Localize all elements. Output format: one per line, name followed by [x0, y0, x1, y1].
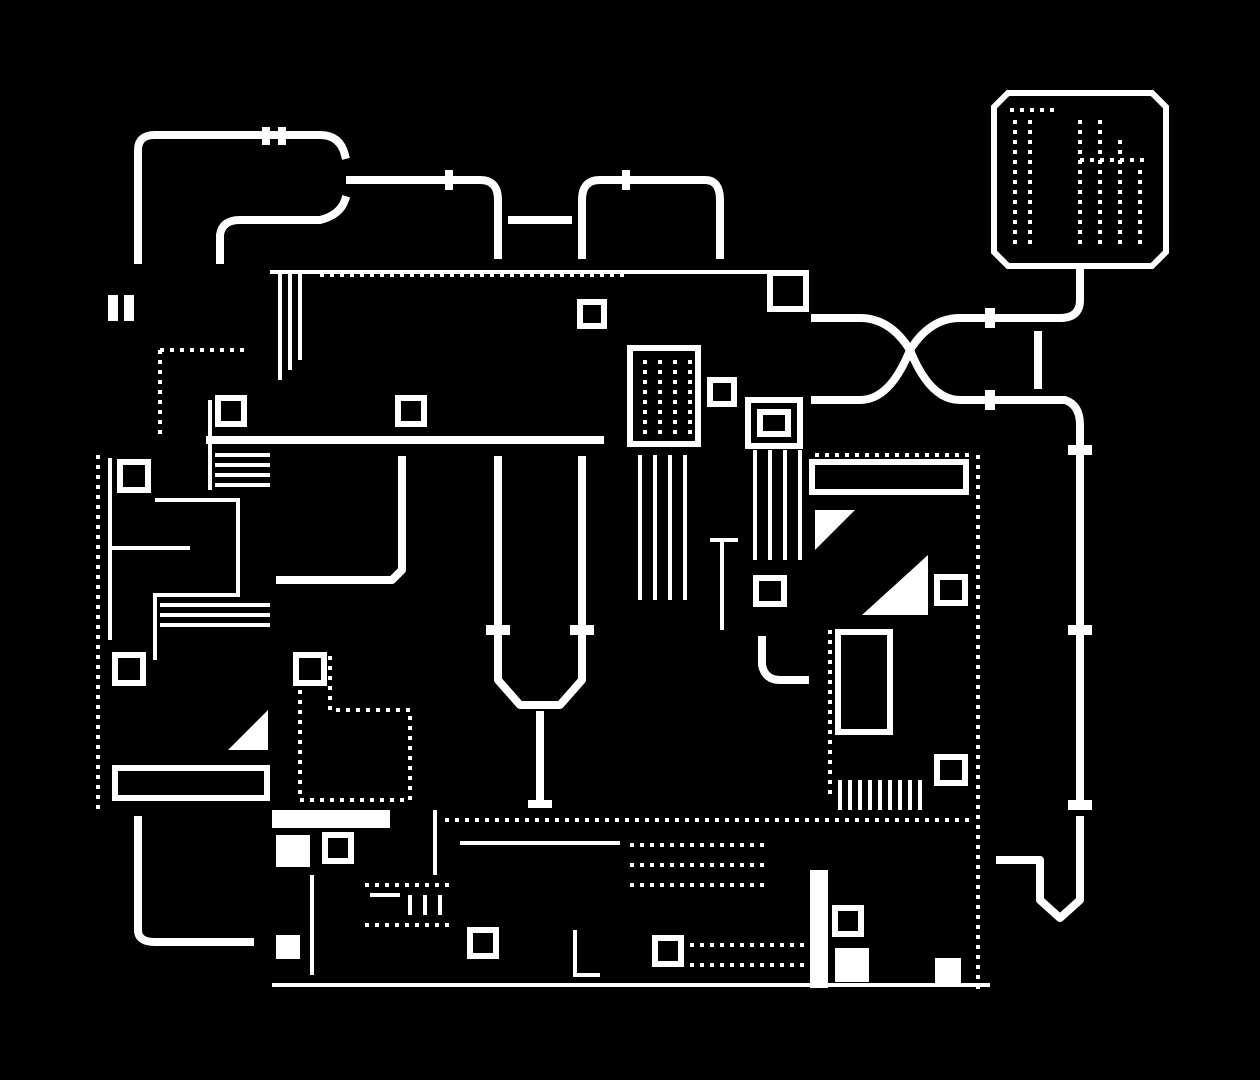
right-pipes	[811, 268, 1092, 922]
lower-pipes	[134, 436, 809, 946]
top-pipes	[134, 127, 724, 264]
main-board	[270, 270, 809, 630]
left-board	[96, 295, 427, 810]
display-panel	[991, 90, 1169, 269]
right-board	[753, 453, 980, 990]
bottom-board	[272, 810, 990, 988]
